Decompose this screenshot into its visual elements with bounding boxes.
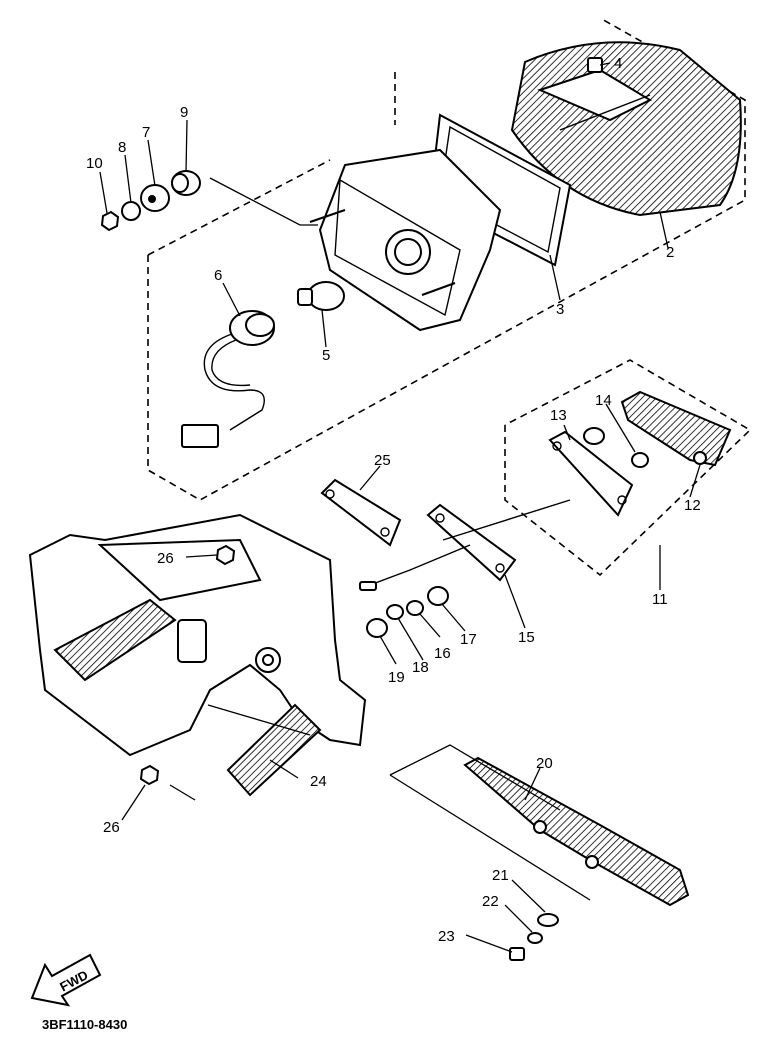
- label-24: 24: [310, 773, 327, 790]
- label-10: 10: [86, 155, 103, 172]
- label-16: 16: [434, 645, 451, 662]
- leader-lines: [99, 62, 701, 953]
- spacer: [386, 604, 404, 620]
- label-26-upper: 26: [157, 550, 174, 567]
- assembly-leader: [209, 177, 318, 226]
- bulb-socket-cord: [181, 310, 275, 448]
- license-light-base: [359, 499, 571, 591]
- diagram-code: 3BF1110-8430: [42, 1017, 127, 1032]
- tail-lens: [510, 41, 742, 217]
- washer-21: [537, 913, 559, 927]
- label-19: 19: [388, 669, 405, 686]
- tail-bulb: [297, 281, 345, 311]
- part-labels: 2 3 4 5 6 7 8 9 10 11 12 13 14 15 16 17 …: [86, 55, 701, 945]
- forward-arrow-icon: FWD: [30, 953, 102, 1007]
- label-21: 21: [492, 867, 509, 884]
- license-light-lens: [320, 478, 402, 547]
- label-8: 8: [118, 139, 126, 156]
- lens-screw: [587, 57, 603, 73]
- license-light-bracket: [548, 430, 634, 517]
- side-reflector: [226, 703, 322, 797]
- license-light-bulb: [583, 427, 649, 468]
- license-plate-bracket: [463, 756, 690, 907]
- label-17: 17: [460, 631, 477, 648]
- label-7: 7: [142, 124, 150, 141]
- label-6: 6: [214, 267, 222, 284]
- label-18: 18: [412, 659, 429, 676]
- bulb-socket-small: [427, 586, 449, 606]
- nut-small: [366, 618, 388, 638]
- label-14: 14: [595, 392, 612, 409]
- nut-23: [509, 947, 525, 961]
- collar: [140, 184, 170, 212]
- license-lamp-lens: [620, 390, 732, 467]
- label-15: 15: [518, 629, 535, 646]
- tail-light-housing: [309, 148, 502, 332]
- label-25: 25: [374, 452, 391, 469]
- label-23: 23: [438, 928, 455, 945]
- grommet: [171, 170, 201, 196]
- license-light-group-outline: [504, 359, 752, 577]
- label-2: 2: [666, 244, 674, 261]
- bolt-26-upper: [215, 544, 236, 566]
- label-22: 22: [482, 893, 499, 910]
- lock-washer-22: [527, 932, 543, 944]
- washer: [121, 201, 141, 221]
- rear-frame: [28, 513, 367, 757]
- label-12: 12: [684, 497, 701, 514]
- label-26-lower: 26: [103, 819, 120, 836]
- label-13: 13: [550, 407, 567, 424]
- label-5: 5: [322, 347, 330, 364]
- label-11: 11: [652, 591, 668, 608]
- nut: [100, 210, 120, 232]
- bolt-26-lower: [139, 764, 160, 786]
- label-4: 4: [614, 55, 622, 72]
- small-bulb: [406, 600, 424, 616]
- label-9: 9: [180, 104, 188, 121]
- label-20: 20: [536, 755, 553, 772]
- label-3: 3: [556, 301, 564, 318]
